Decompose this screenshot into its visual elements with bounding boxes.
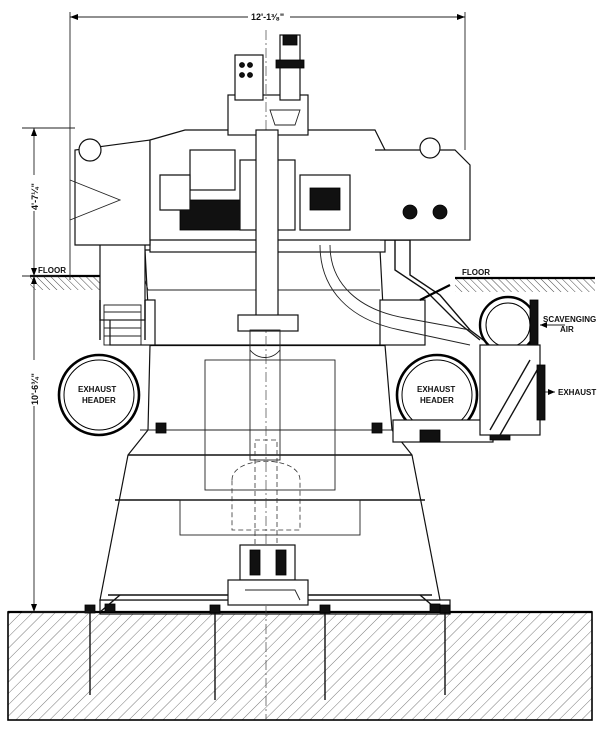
- bottom-bearing: [227, 544, 309, 606]
- exhaust-header-left: EXHAUST HEADER: [57, 353, 141, 437]
- floor-label-right: FLOOR: [462, 268, 490, 277]
- overall-width-dimension: 12'-1³⁄₈": [69, 8, 466, 280]
- floor-right: FLOOR: [455, 268, 595, 292]
- scavenging-air-label-2: AIR: [560, 325, 574, 334]
- left-pipes: [99, 228, 166, 346]
- scavenging-air-label-1: SCAVENGING: [543, 315, 596, 324]
- exhaust-header-left-label-2: HEADER: [82, 396, 116, 405]
- floor-left: FLOOR: [30, 266, 100, 290]
- exhaust-header-right-label-2: HEADER: [420, 396, 454, 405]
- exhaust-header-right: EXHAUST HEADER: [392, 353, 511, 443]
- floor-label-left: FLOOR: [38, 266, 66, 275]
- upper-height-text: 4'-7¼": [30, 183, 40, 210]
- main-shaft: [231, 30, 301, 720]
- exhaust-outlet-label: EXHAUST: [558, 388, 596, 397]
- foundation-block: [7, 599, 593, 721]
- frame-fasteners: [104, 422, 441, 613]
- exhaust-header-right-label-1: EXHAUST: [417, 385, 455, 394]
- right-pipework: SCAVENGING AIR EXHAUST: [319, 239, 596, 436]
- exhaust-header-left-label-1: EXHAUST: [78, 385, 116, 394]
- width-dimension-text: 12'-1³⁄₈": [251, 12, 284, 22]
- lower-height-text: 10'-6¾": [30, 373, 40, 405]
- governor-assembly: [227, 34, 309, 136]
- anchor-bolts: [84, 604, 451, 700]
- height-dimensions: 4'-7¼" 10'-6¾": [22, 127, 90, 613]
